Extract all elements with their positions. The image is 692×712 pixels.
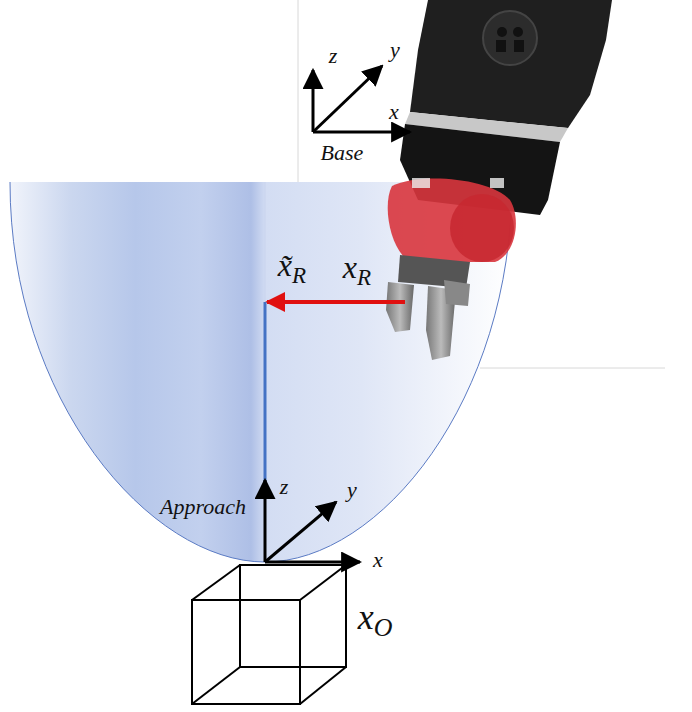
pose-label: x̃R xyxy=(278,249,306,287)
pose-label: xR xyxy=(343,251,371,289)
guide-line xyxy=(298,0,299,182)
approach-arrow xyxy=(267,300,405,304)
pose-label: xO xyxy=(358,599,393,642)
axis-label: z xyxy=(280,476,289,498)
object-cube xyxy=(192,565,346,704)
region-label: Approach xyxy=(160,496,246,518)
axis-label: z xyxy=(329,45,338,67)
base-frame xyxy=(313,66,410,132)
approach-path xyxy=(264,302,267,490)
guide-line xyxy=(480,368,665,369)
axis-label: y xyxy=(347,479,357,501)
object-frame xyxy=(265,480,360,562)
frame-label: Base xyxy=(321,142,364,164)
axis-label: y xyxy=(390,39,400,61)
axis-label: x xyxy=(373,549,383,571)
robot-gripper xyxy=(386,0,612,360)
guide-line xyxy=(265,182,266,300)
axis-label: x xyxy=(389,101,399,123)
